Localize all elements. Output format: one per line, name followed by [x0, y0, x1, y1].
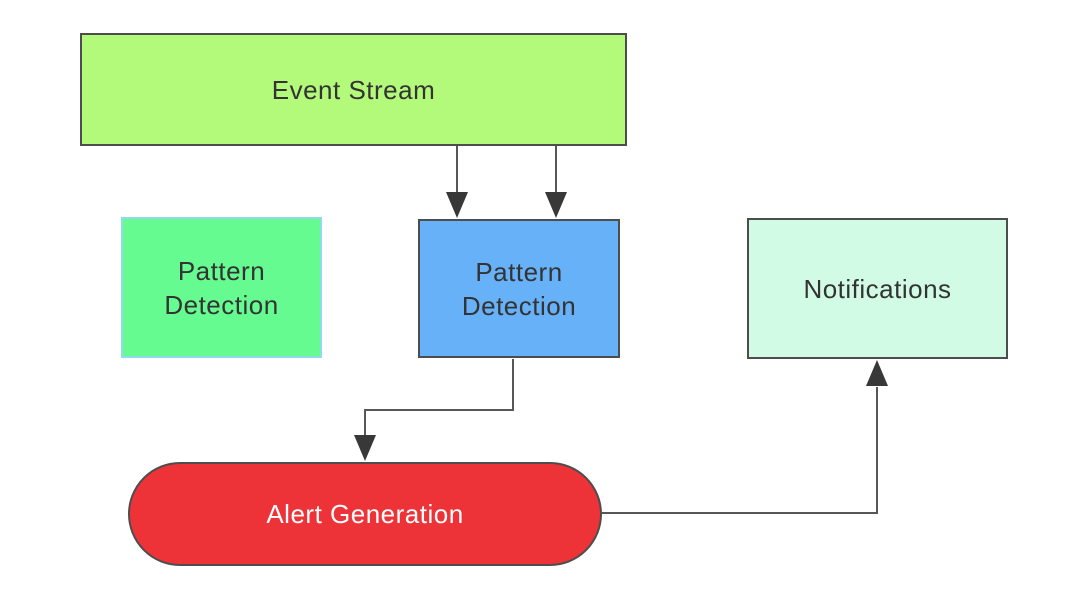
- node-alert-generation-label: Alert Generation: [266, 499, 464, 529]
- node-pattern-detection-left[interactable]: Pattern Detection: [121, 217, 322, 358]
- edge-event-stream-to-pattern-detection-2: [545, 146, 567, 218]
- node-notifications-label: Notifications: [803, 273, 952, 304]
- node-event-stream-label: Event Stream: [271, 74, 436, 105]
- node-alert-generation[interactable]: Alert Generation: [128, 462, 602, 566]
- arrowhead-down-icon: [545, 192, 567, 218]
- arrowhead-up-icon: [866, 360, 888, 386]
- node-event-stream[interactable]: Event Stream: [80, 33, 627, 146]
- edge-event-stream-to-pattern-detection-1: [446, 146, 468, 218]
- arrowhead-down-icon: [354, 435, 376, 461]
- edge-line: [364, 359, 514, 436]
- edge-line: [602, 387, 878, 514]
- edge-alert-generation-to-notifications: [602, 360, 888, 514]
- node-pattern-detection-center[interactable]: Pattern Detection: [418, 219, 620, 358]
- edge-pattern-detection-to-alert-generation: [354, 359, 514, 461]
- arrowhead-down-icon: [446, 192, 468, 218]
- node-notifications[interactable]: Notifications: [747, 218, 1008, 359]
- node-pattern-detection-center-label: Pattern Detection: [461, 256, 577, 321]
- node-pattern-detection-left-label: Pattern Detection: [164, 255, 279, 320]
